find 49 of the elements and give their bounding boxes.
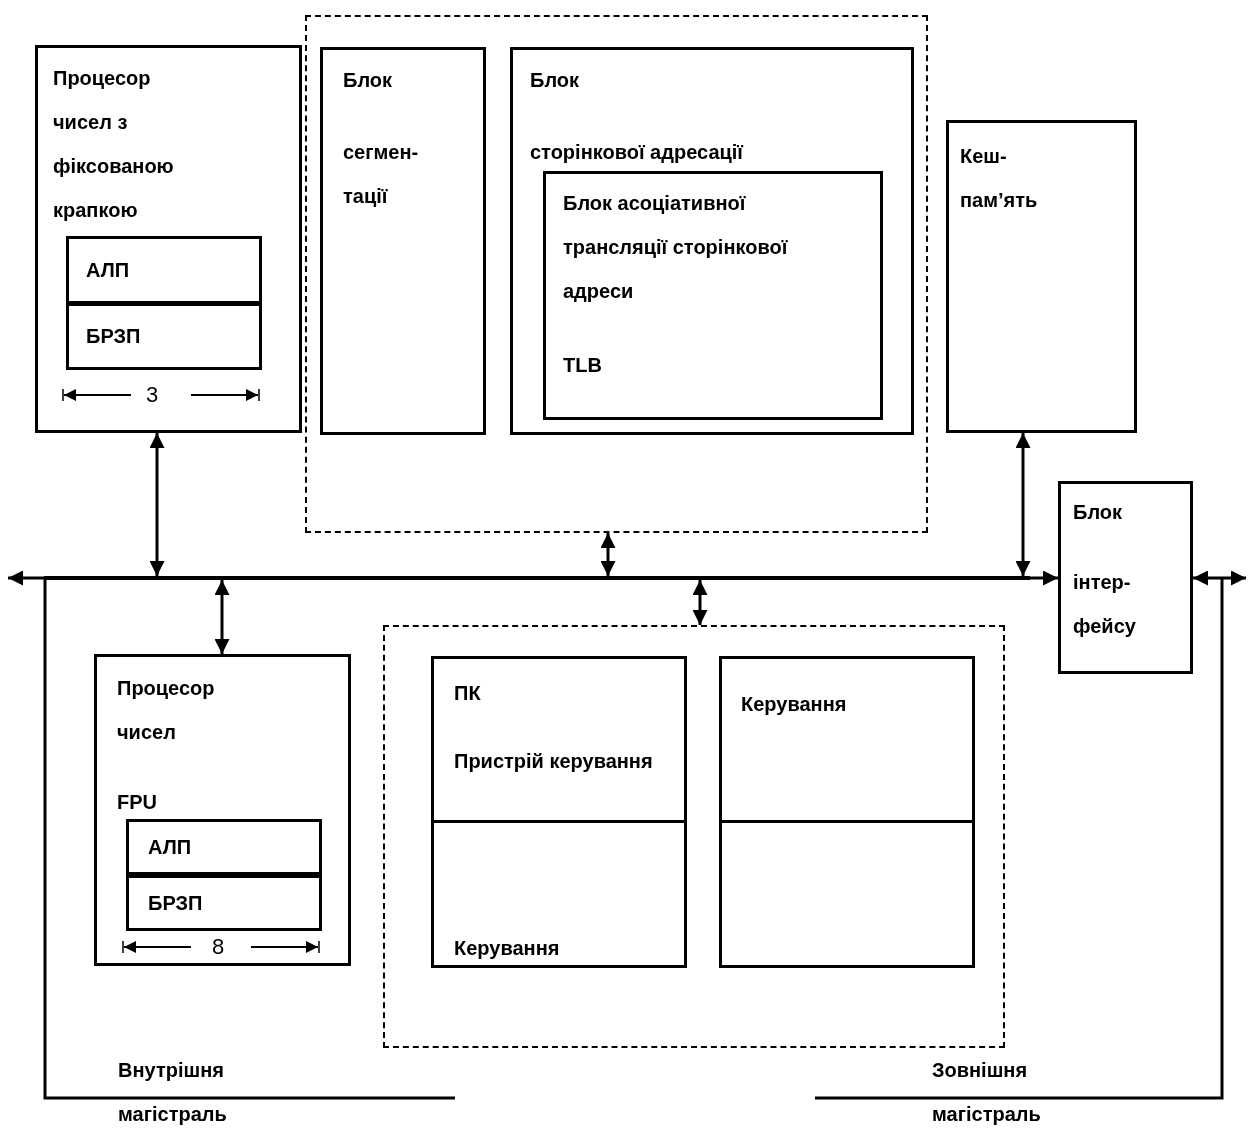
- block-label: Блок: [1073, 500, 1124, 525]
- arrow: [8, 570, 44, 586]
- block-box: [66, 303, 262, 370]
- arrow: [692, 580, 708, 625]
- block-box: [126, 875, 322, 931]
- block-label: Процесор чисел: [117, 676, 216, 745]
- block-box: [320, 47, 486, 435]
- block-box: [431, 656, 687, 823]
- bus-label: Внутрішня магістраль: [118, 1058, 228, 1127]
- block-label: АЛП: [148, 835, 193, 860]
- block-box: [35, 45, 302, 433]
- block-box: [510, 47, 914, 435]
- block-box: [94, 654, 351, 966]
- dashed-group-frame: [305, 15, 928, 533]
- arrow: [1193, 570, 1246, 586]
- block-box: [946, 120, 1137, 433]
- block-label: Керування: [741, 692, 848, 717]
- block-label: ПК: [454, 681, 482, 706]
- arrow: [1015, 433, 1031, 576]
- block-label: БРЗП: [148, 891, 204, 916]
- arrow: [149, 433, 165, 576]
- block-label: Керування: [454, 936, 561, 961]
- arrow: [600, 533, 616, 576]
- block-label: БРЗП: [86, 324, 142, 349]
- block-label: Кеш- пам’ять: [960, 144, 1039, 213]
- dashed-group-frame: [383, 625, 1005, 1048]
- block-label: Блок: [530, 68, 581, 93]
- bus-label: Зовнішня магістраль: [932, 1058, 1042, 1127]
- block-label: інтер- фейсу: [1073, 570, 1137, 639]
- block-label: TLB: [563, 353, 603, 378]
- block-label: Блок: [343, 68, 394, 93]
- dimension-label: 3: [144, 382, 160, 408]
- block-box: [1058, 481, 1193, 674]
- arrow: [214, 580, 230, 654]
- block-box: [66, 236, 262, 304]
- block-box: [431, 820, 687, 968]
- block-box: [126, 819, 322, 875]
- block-label: FPU: [117, 790, 158, 815]
- block-box: [543, 171, 883, 420]
- block-label: Процесор чисел з фіксованою крапкою: [53, 66, 175, 223]
- block-label: Пристрій керування: [454, 749, 654, 774]
- dimension-label: 8: [210, 934, 226, 960]
- block-label: АЛП: [86, 258, 131, 283]
- block-label: сегмен- тації: [343, 140, 420, 209]
- block-label: сторінкової адресації: [530, 140, 745, 165]
- block-label: Блок асоціативної трансляції сторінкової адреси: [563, 191, 789, 304]
- block-box: [719, 656, 975, 823]
- empty-box: [719, 820, 975, 968]
- arrow: [1030, 570, 1058, 586]
